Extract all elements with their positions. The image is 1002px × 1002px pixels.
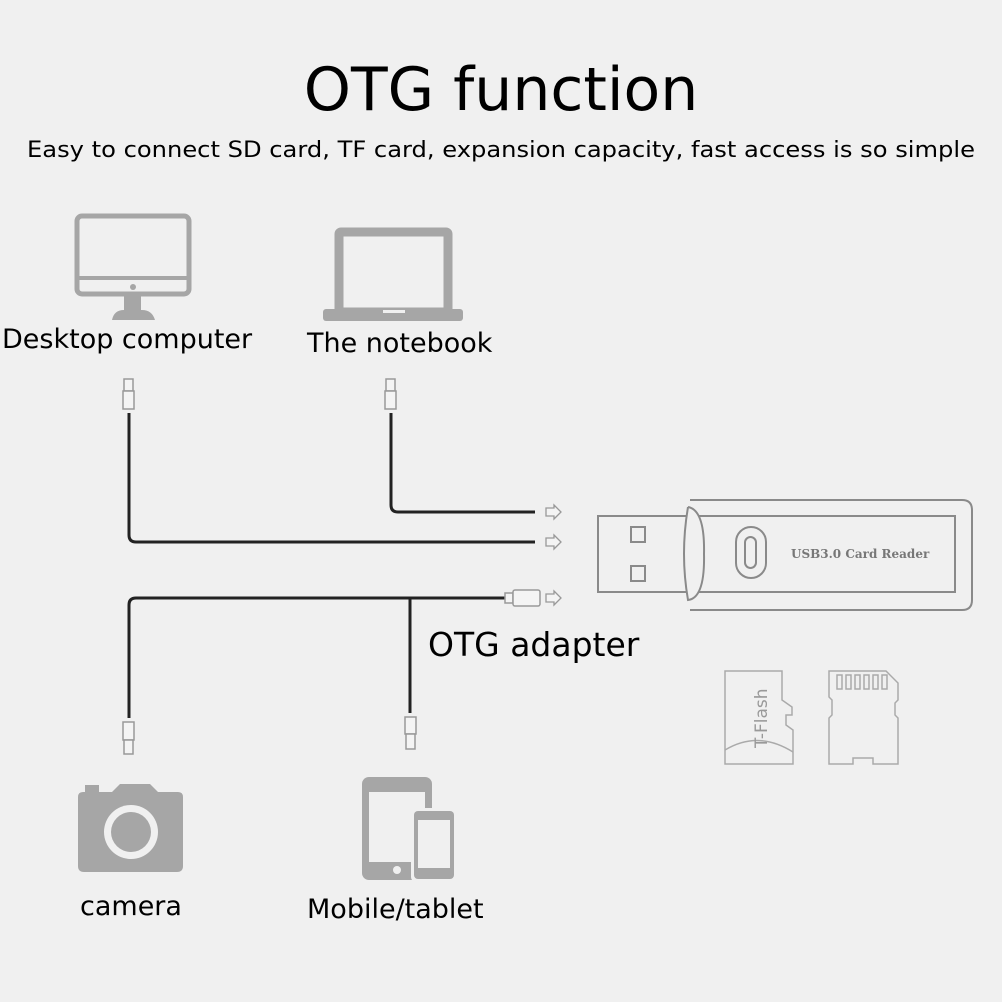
card-reader-label: USB3.0 Card Reader	[791, 547, 930, 561]
mobile-tablet-label: Mobile/tablet	[307, 894, 484, 925]
arrow-right-icon	[545, 503, 562, 521]
notebook-label: The notebook	[306, 328, 493, 359]
arrow-right-icon	[545, 589, 562, 607]
arrow-right-icon	[545, 533, 562, 551]
laptop-icon	[323, 227, 463, 321]
page-title: OTG function	[304, 55, 699, 125]
otg-adapter-label: OTG adapter	[428, 625, 640, 664]
tf-card-icon	[724, 670, 794, 765]
desktop-computer-icon	[74, 213, 192, 320]
subtitle: Easy to connect SD card, TF card, expans…	[27, 138, 975, 163]
mobile-tablet-icon	[362, 777, 457, 882]
camera-icon	[78, 784, 183, 872]
card-reader-icon	[597, 499, 973, 611]
desktop-label: Desktop computer	[2, 324, 253, 355]
cables	[127, 413, 535, 718]
connector-body-icon	[122, 390, 135, 410]
usb-connectors	[122, 378, 541, 755]
camera-label: camera	[80, 891, 182, 922]
arrow-icons	[545, 503, 562, 607]
tf-card-label: T-Flash	[752, 688, 772, 749]
sd-card-icon	[828, 670, 899, 765]
connector-plug-icon	[123, 378, 134, 392]
